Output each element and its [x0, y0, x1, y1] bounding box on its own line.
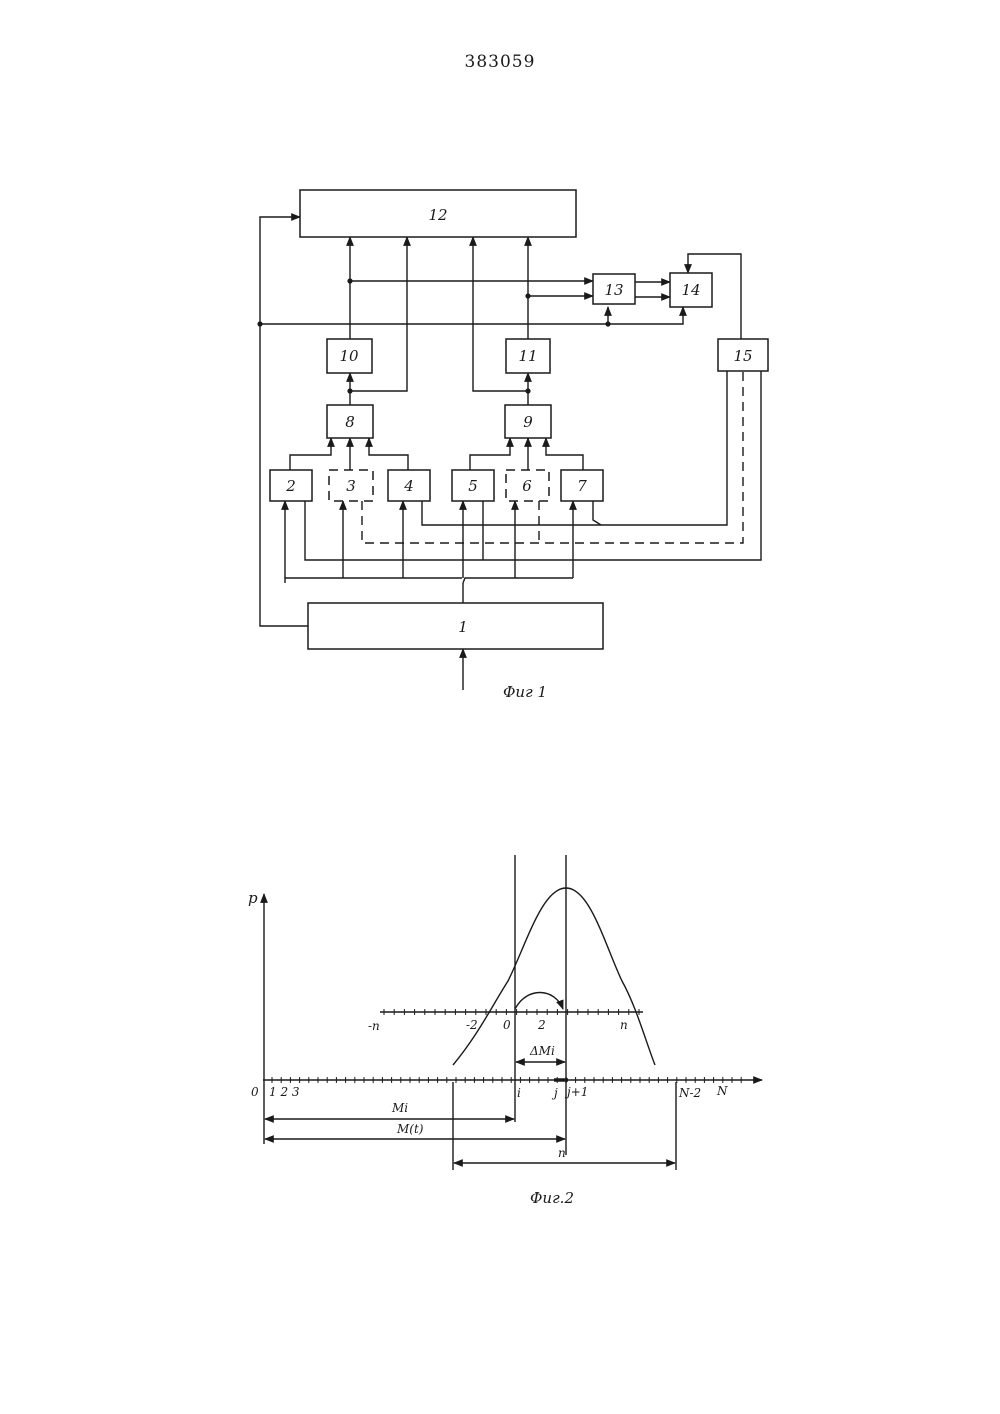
block-12-label: 12	[428, 206, 447, 224]
n-axis-origin-label: 0	[251, 1085, 259, 1099]
n-axis-ticks-label: 1 2 3	[269, 1085, 300, 1099]
block-6-label: 6	[522, 477, 532, 495]
local-axis-neg-2-label: -2	[466, 1018, 478, 1032]
n-window-label: n	[558, 1146, 566, 1160]
block-4: 4	[388, 470, 430, 501]
block-2: 2	[270, 470, 312, 501]
block-14-label: 14	[681, 281, 700, 299]
figure-1-caption: Фиг 1	[503, 683, 547, 701]
block-14: 14	[670, 273, 712, 307]
block-10-label: 10	[339, 347, 359, 365]
probability-curve	[453, 888, 655, 1065]
figure-1: 12 13 14 10 11 15 8 9	[257, 190, 768, 701]
block-1: 1	[308, 603, 603, 649]
block-4-label: 4	[403, 477, 414, 495]
block-13: 13	[593, 274, 635, 304]
local-axis-two-label: 2	[537, 1018, 546, 1032]
n-axis-j-label: j	[551, 1086, 558, 1100]
delta-m-label: ΔMi	[529, 1044, 555, 1058]
block-10: 10	[327, 339, 372, 373]
block-5: 5	[452, 470, 494, 501]
n-axis-label: N	[716, 1084, 728, 1098]
block-7: 7	[561, 470, 603, 501]
block-11-label: 11	[518, 347, 537, 365]
local-axis-zero-label: 0	[503, 1018, 511, 1032]
block-2-label: 2	[285, 477, 296, 495]
n-axis-j-plus-1-label: j+1	[564, 1085, 588, 1099]
block-15-label: 15	[733, 347, 752, 365]
block-8-label: 8	[345, 413, 355, 431]
m-t-label: M(t)	[396, 1122, 424, 1136]
m-i-label: Mi	[391, 1101, 408, 1115]
block-12: 12	[300, 190, 576, 237]
shift-arc	[515, 992, 563, 1009]
n-axis-i-label: i	[517, 1086, 521, 1100]
figure-2: p 0 1 2 3 i j j+1 N-2 N -n -2 0 2 n ΔMi	[248, 855, 762, 1207]
block-13-label: 13	[604, 281, 623, 299]
n-axis-n-minus-2-label: N-2	[678, 1086, 701, 1100]
block-15: 15	[718, 339, 768, 371]
block-3: 3	[329, 470, 373, 501]
block-6: 6	[506, 470, 549, 501]
local-axis-pos-n-label: n	[620, 1018, 628, 1032]
block-9-label: 9	[523, 413, 533, 431]
block-5-label: 5	[468, 477, 478, 495]
block-3-label: 3	[346, 477, 356, 495]
block-1-label: 1	[458, 618, 468, 636]
block-8: 8	[327, 405, 373, 438]
block-11: 11	[506, 339, 550, 373]
figure-2-caption: Фиг.2	[530, 1189, 574, 1207]
block-7-label: 7	[577, 477, 587, 495]
local-axis-neg-n-label: -n	[368, 1019, 380, 1033]
block-9: 9	[505, 405, 551, 438]
p-axis-label: p	[248, 889, 258, 907]
